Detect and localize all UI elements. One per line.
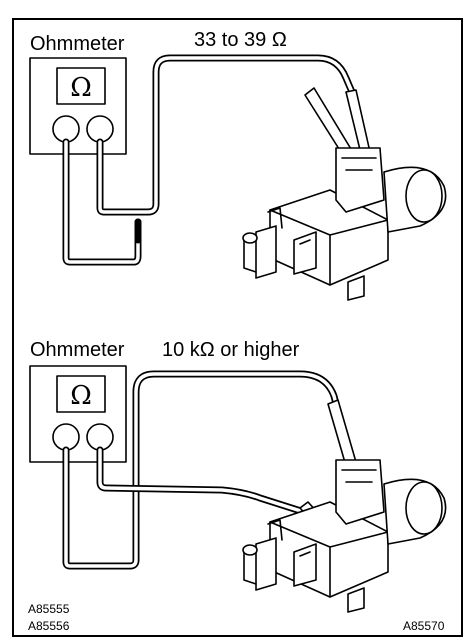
figure-code-1: A85555 [28, 602, 70, 616]
bottom-probe-1 [327, 399, 357, 467]
bottom-ohmmeter-display [56, 375, 106, 413]
top-probe-2 [345, 89, 371, 155]
top-ohmmeter-display [56, 67, 106, 105]
bottom-ohm-symbol: Ω [70, 381, 92, 411]
figure-code-2: A85556 [28, 619, 70, 633]
top-ohmmeter: Ω [29, 57, 127, 155]
figure-code-3: A85570 [403, 619, 445, 633]
bottom-terminal-left [52, 423, 80, 451]
bottom-vsv-valve [242, 459, 447, 613]
top-reading-label: 33 to 39 Ω [194, 29, 287, 51]
bottom-ohmmeter: Ω [29, 365, 127, 463]
bottom-test-leads [62, 370, 342, 570]
bottom-terminal-right [86, 423, 114, 451]
top-ohmmeter-label: Ohmmeter [30, 33, 125, 55]
bottom-panel: Ohmmeter 10 kΩ or higher Ω [29, 339, 447, 613]
top-panel: Ohmmeter 33 to 39 Ω Ω [29, 29, 447, 301]
bottom-ohmmeter-label: Ohmmeter [30, 339, 125, 361]
top-test-leads [62, 54, 356, 266]
top-terminal-left [52, 115, 80, 143]
top-terminal-right [86, 115, 114, 143]
top-ohm-symbol: Ω [70, 73, 92, 103]
bottom-reading-label: 10 kΩ or higher [162, 339, 300, 361]
top-vsv-valve [242, 147, 447, 301]
